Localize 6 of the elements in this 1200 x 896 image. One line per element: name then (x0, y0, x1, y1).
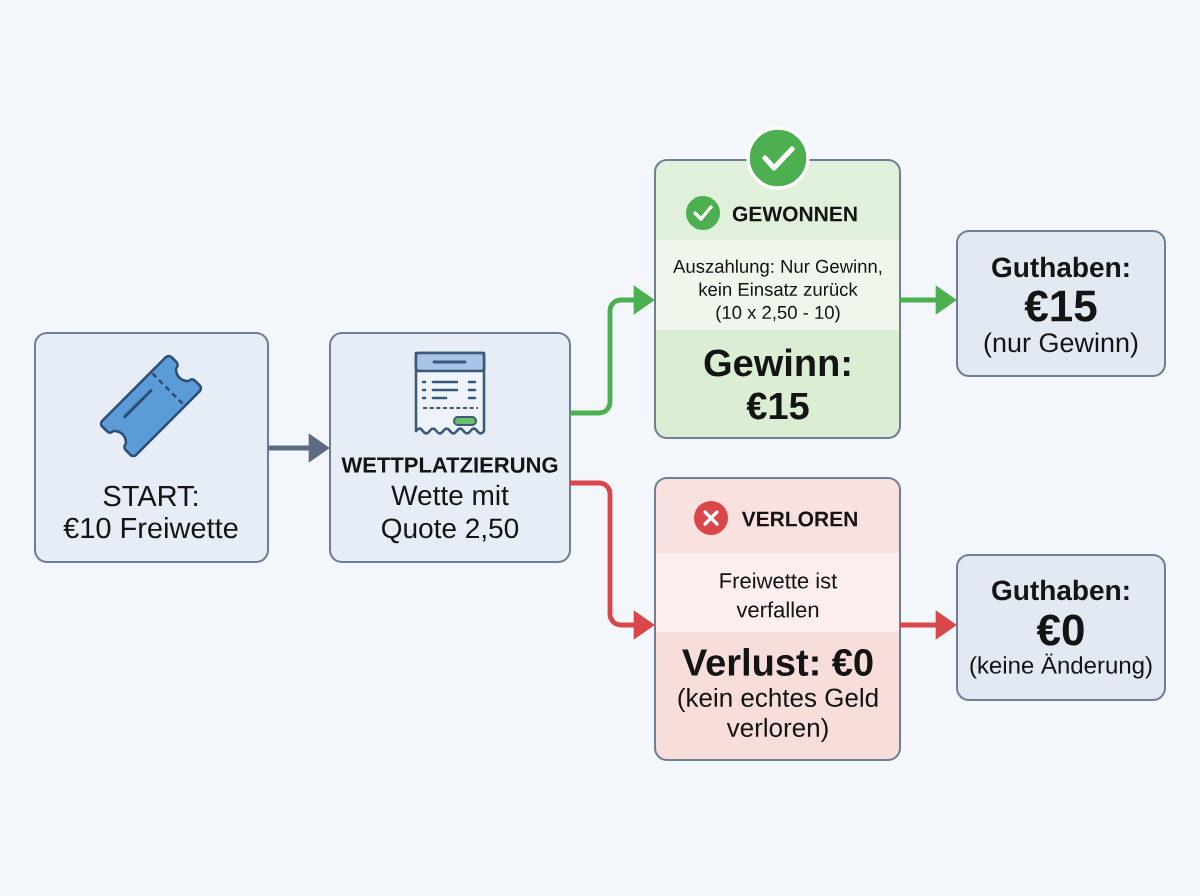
balance-box: Guthaben: €15 (nur Gewinn) (956, 230, 1166, 377)
start-box: START: €10 Freiwette (34, 332, 269, 563)
result-box: VERLOREN Freiwette ist verfallen Verlust: €0 (kein echtes Geld verloren) (654, 477, 901, 761)
balance-box: Guthaben: €0 (keine Änderung) (956, 554, 1166, 701)
process-box: WETTPLATZIERUNG Wette mit Quote 2,50 (329, 332, 571, 563)
result-box: GEWONNEN Auszahlung: Nur Gewinn, kein Einsatz zurück (10 x 2,50 - 10) Gewinn: €15 (654, 159, 901, 439)
